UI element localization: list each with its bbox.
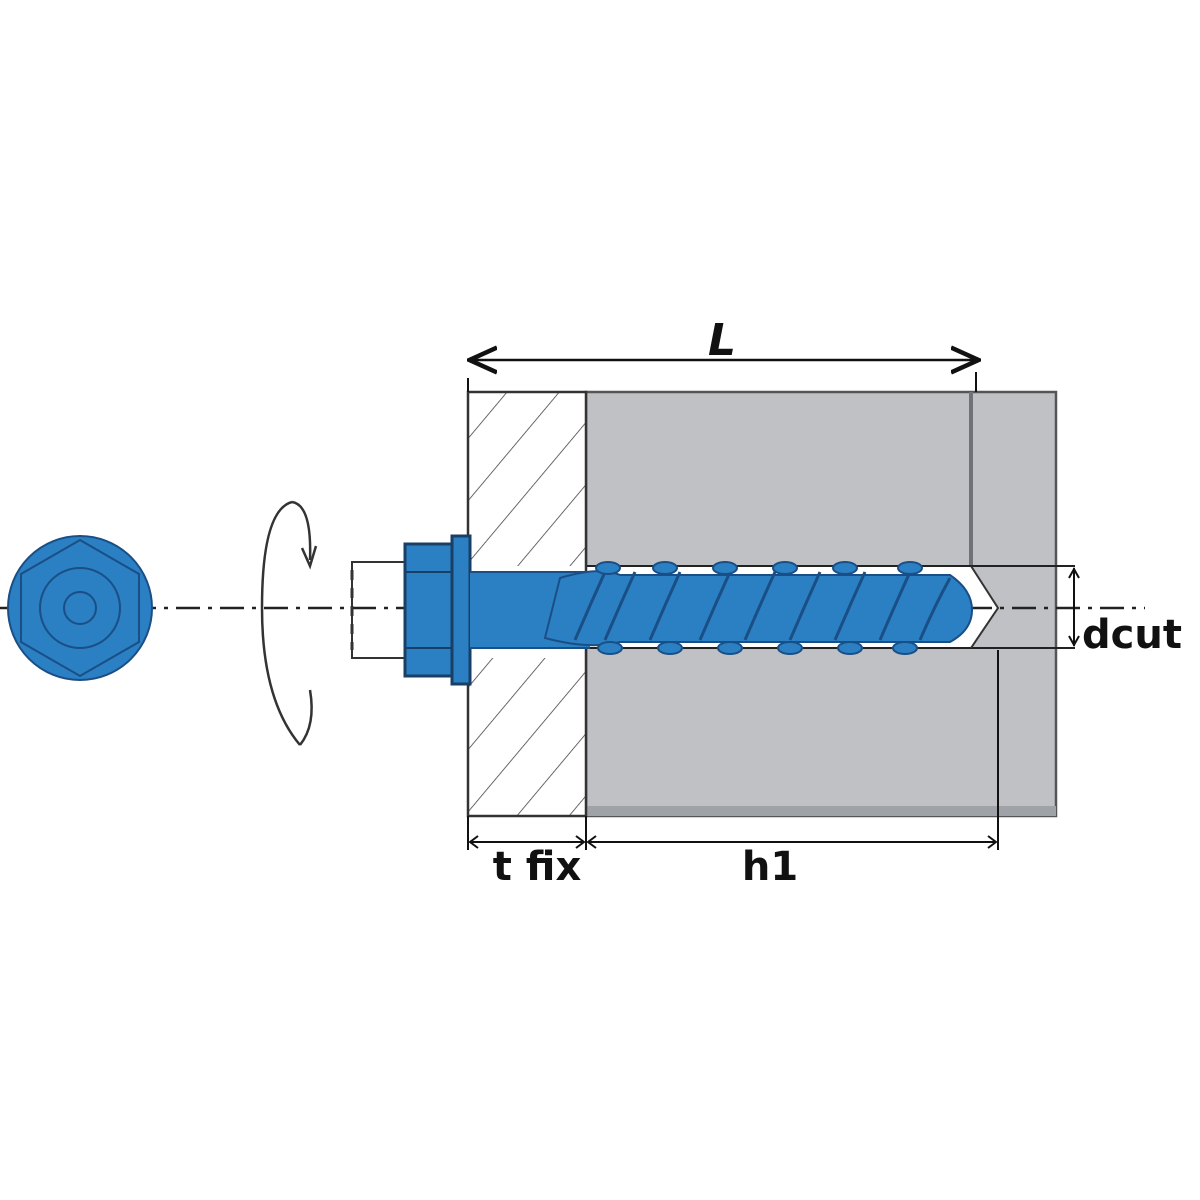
fixture-thickness-label: t fix xyxy=(493,844,582,890)
cutting-diameter-label: dcut xyxy=(1082,612,1182,658)
dimension-fixture-and-embedment xyxy=(467,650,999,850)
dimension-cutting-diameter xyxy=(1068,566,1080,648)
screw-anchor xyxy=(350,534,974,686)
rotation-arrow-icon xyxy=(260,500,318,746)
embedment-depth-label: h1 xyxy=(742,844,798,890)
screw-head-end-view xyxy=(7,535,153,681)
dimension-length: L xyxy=(467,315,976,392)
length-label: L xyxy=(708,315,736,366)
